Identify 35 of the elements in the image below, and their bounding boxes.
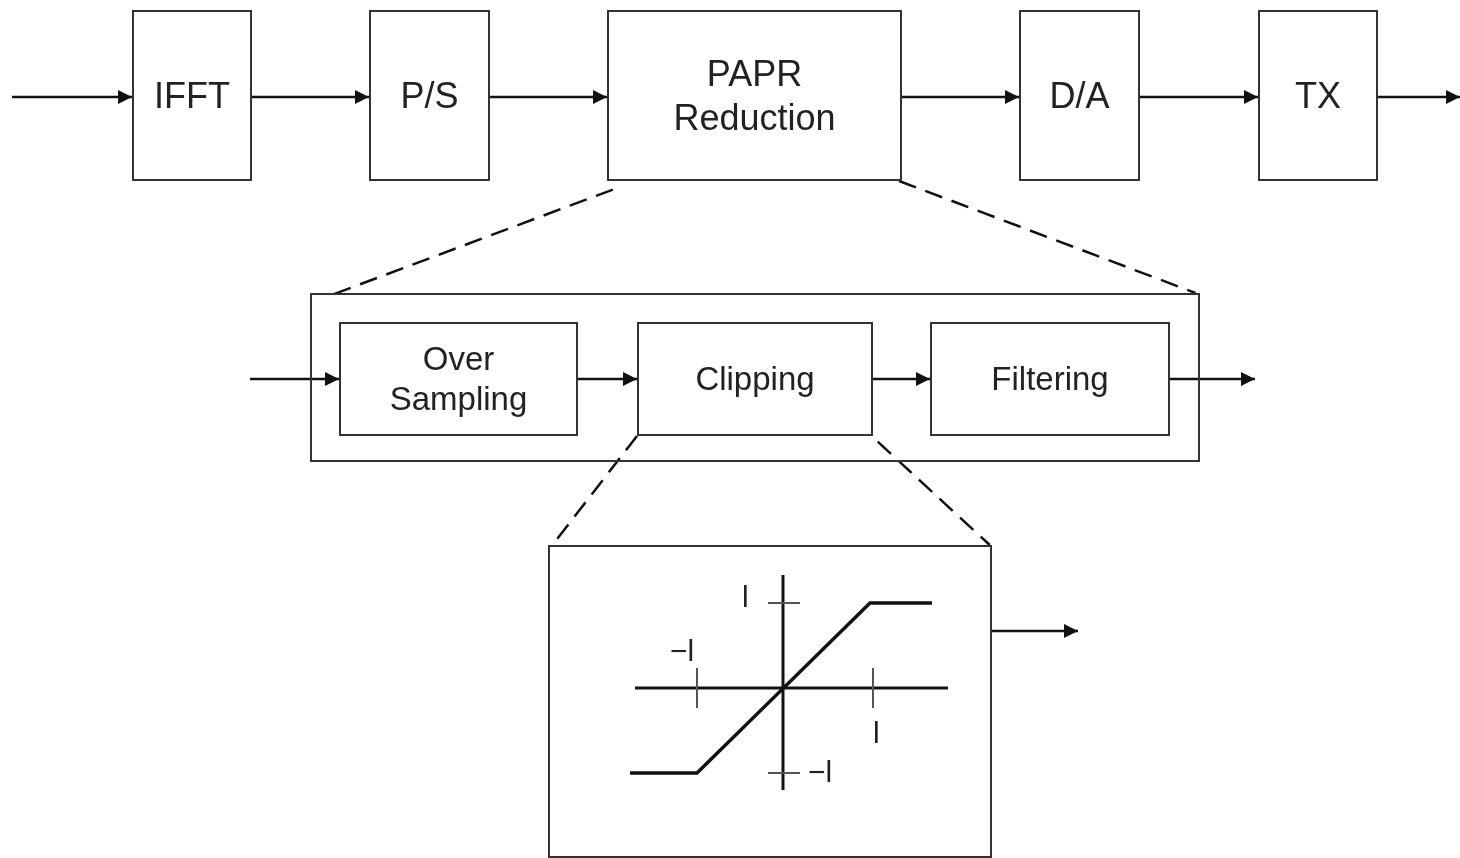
arrow — [578, 372, 637, 386]
block-label: Filtering — [991, 359, 1109, 399]
axis-label: −l — [808, 757, 833, 787]
frame-box — [548, 545, 992, 858]
axis-label: l — [873, 718, 880, 748]
block-label: IFFT — [154, 73, 230, 118]
arrow — [1378, 90, 1460, 104]
arrow — [250, 372, 339, 386]
process-box — [607, 10, 902, 181]
arrow — [1140, 90, 1258, 104]
block-label: TX — [1295, 73, 1341, 118]
process-box — [930, 322, 1170, 436]
block-label: Over Sampling — [388, 339, 529, 419]
block-label: D/A — [1049, 73, 1110, 118]
process-box — [132, 10, 252, 181]
dashed-zoom-line — [876, 440, 991, 546]
frame-box — [310, 293, 1200, 462]
arrow — [1170, 372, 1255, 386]
arrow — [902, 90, 1019, 104]
process-box — [1019, 10, 1140, 181]
block-label: P/S — [400, 73, 459, 118]
dashed-zoom-line — [898, 179, 1196, 295]
block-label: Clipping — [695, 359, 815, 399]
arrow — [873, 372, 930, 386]
axis-label: l — [742, 582, 749, 612]
arrow — [992, 624, 1078, 638]
arrow — [12, 90, 132, 104]
process-box — [339, 322, 578, 436]
process-box — [369, 10, 490, 181]
process-box — [1258, 10, 1378, 181]
block-label: PAPR Reduction — [672, 52, 837, 139]
process-box — [637, 322, 873, 436]
axis-label: −l — [670, 636, 695, 666]
arrow — [252, 90, 369, 104]
arrow — [490, 90, 607, 104]
